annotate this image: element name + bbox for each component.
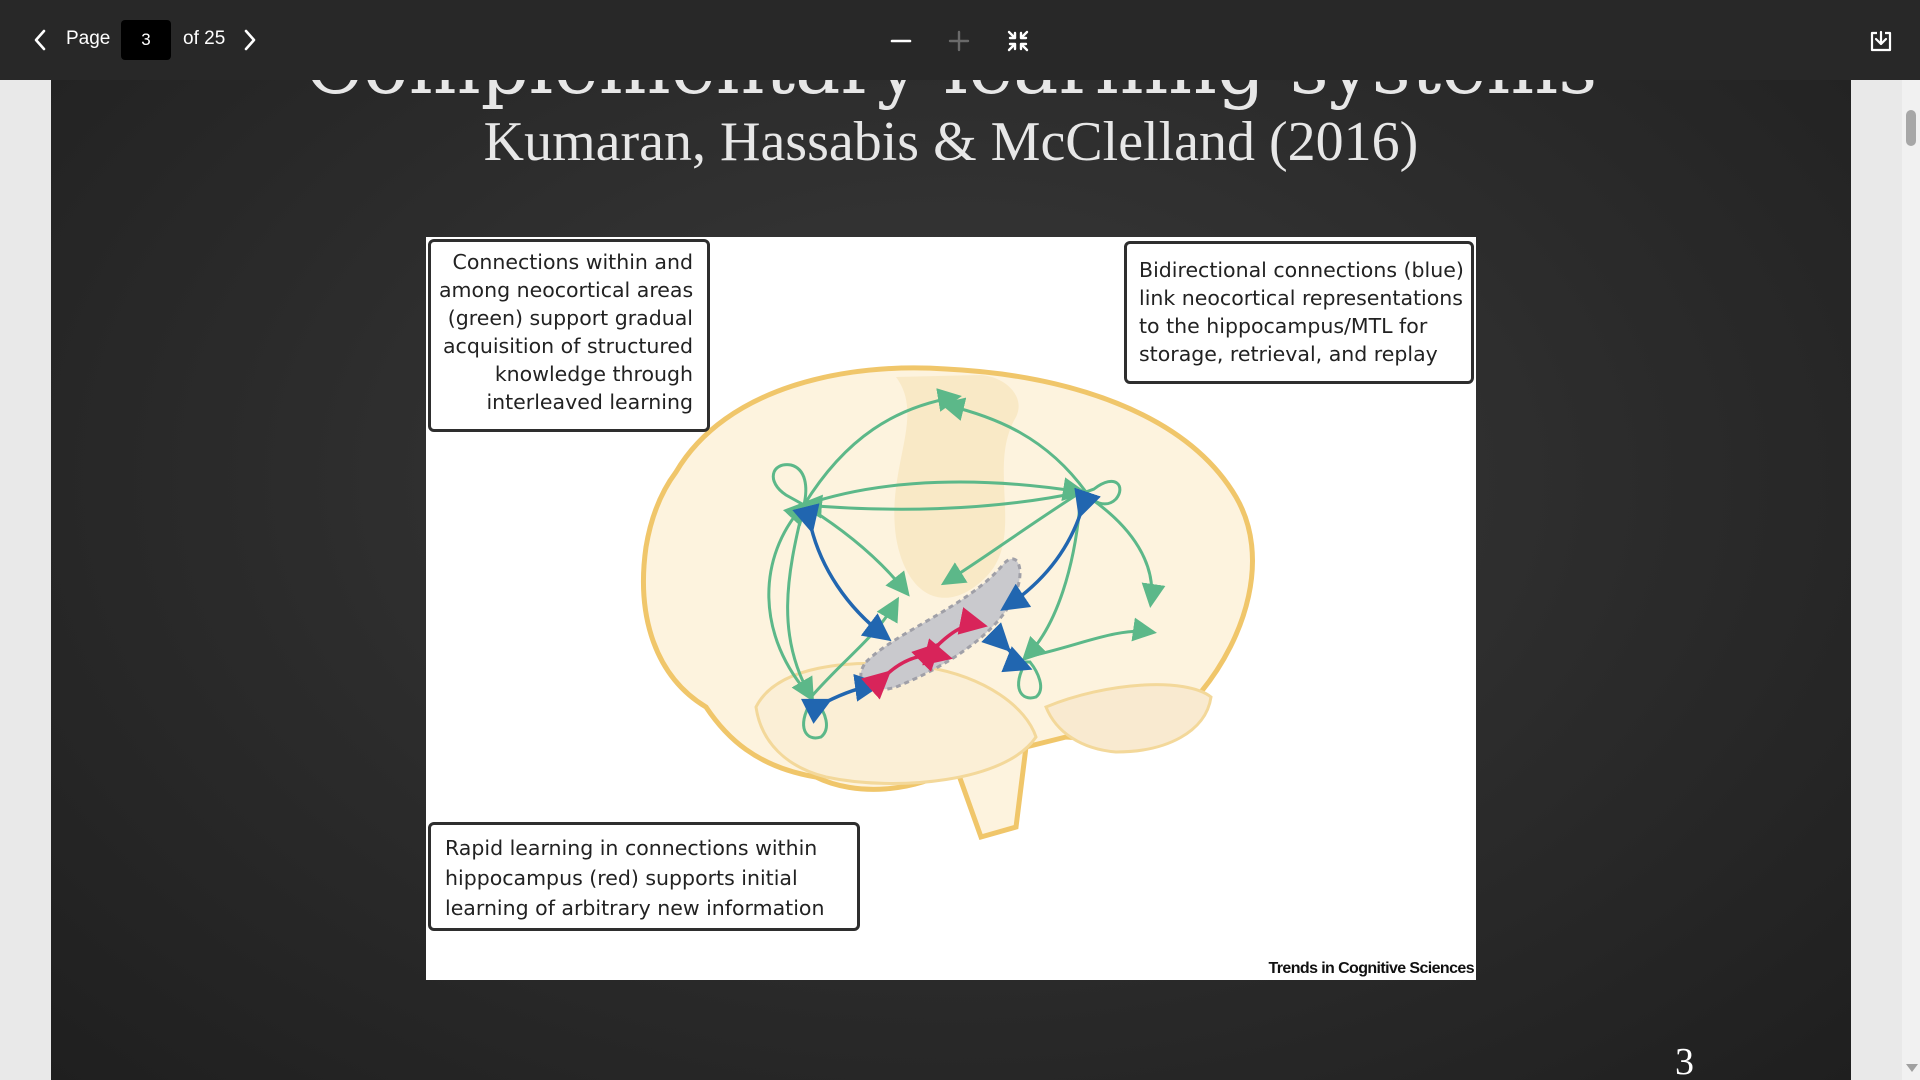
- slide-page-number: 3: [1675, 1041, 1694, 1080]
- minus-icon: [890, 39, 912, 43]
- brain-diagram: [641, 365, 1255, 841]
- document-viewer[interactable]: Complementary learning systems Kumaran, …: [0, 80, 1920, 1080]
- red-connections-caption: Rapid learning in connections within hip…: [428, 822, 860, 931]
- figure-credit: Trends in Cognitive Sciences: [1268, 960, 1475, 977]
- download-button[interactable]: [1864, 24, 1898, 58]
- green-connections-caption: Connections within and among neocortical…: [428, 239, 710, 432]
- slide-title: Complementary learning systems: [51, 80, 1851, 111]
- chevron-left-icon: [34, 29, 46, 51]
- chevron-right-icon: [244, 29, 256, 51]
- collapse-icon: [1007, 30, 1029, 52]
- page-label: Page: [66, 28, 111, 49]
- slide-subtitle: Kumaran, Hassabis & McClelland (2016): [483, 111, 1419, 173]
- slide-page: Complementary learning systems Kumaran, …: [51, 80, 1851, 1080]
- pdf-toolbar: Page of 25: [0, 0, 1920, 80]
- brain-figure: Connections within and among neocortical…: [426, 237, 1476, 980]
- scrollbar-thumb[interactable]: [1906, 110, 1916, 146]
- vertical-scrollbar[interactable]: [1902, 80, 1920, 1080]
- plus-icon: [948, 30, 970, 52]
- page-total-label: of 25: [183, 28, 226, 49]
- page-number-input[interactable]: [121, 20, 171, 60]
- association-cortex-band: [894, 375, 1019, 598]
- cerebellum-shape: [1044, 683, 1213, 754]
- fit-page-button[interactable]: [1001, 24, 1035, 58]
- red-connections: [861, 607, 988, 700]
- previous-page-button[interactable]: [24, 24, 56, 56]
- scroll-down-arrow-icon[interactable]: [1906, 1064, 1918, 1072]
- zoom-in-button[interactable]: [942, 24, 976, 58]
- zoom-out-button[interactable]: [884, 24, 918, 58]
- next-page-button[interactable]: [234, 24, 266, 56]
- download-icon: [1870, 30, 1892, 52]
- blue-connections-caption: Bidirectional connections (blue) link ne…: [1124, 241, 1474, 384]
